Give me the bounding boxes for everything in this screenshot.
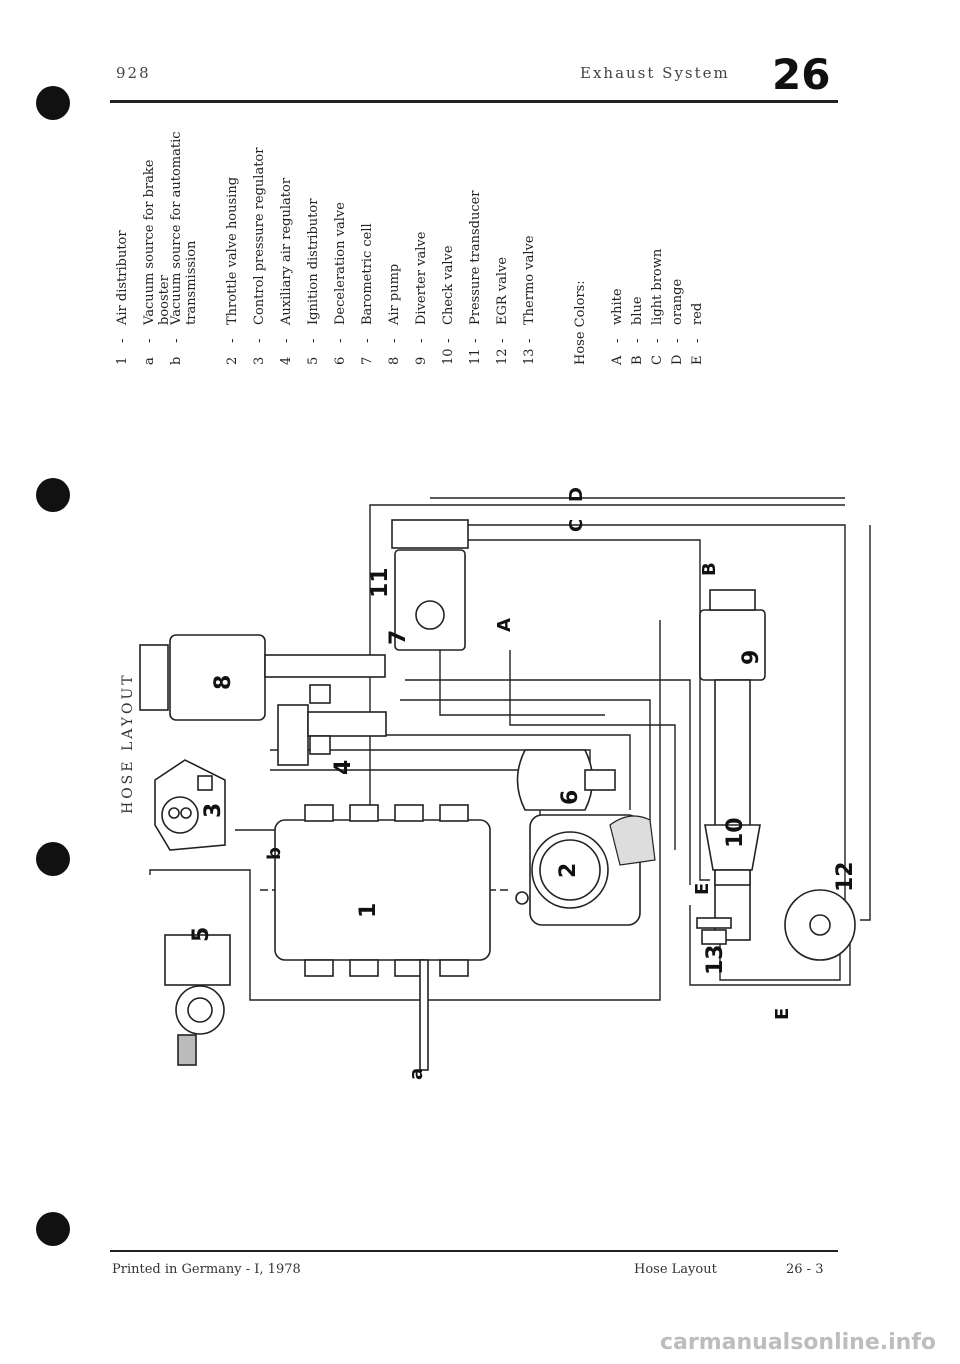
thermo-valve-13 — [696, 917, 732, 945]
label-E: E — [772, 1008, 793, 1020]
legend-item: 2-Throttle valve housing — [225, 176, 240, 365]
check-valve-10 — [704, 824, 761, 886]
binder-hole — [36, 478, 70, 512]
hose-line — [439, 650, 605, 716]
intake-manifold — [609, 815, 656, 866]
hose-color-item: E-red — [690, 302, 705, 365]
footer-rule — [110, 1250, 838, 1252]
hose-color-item: B-blue — [630, 296, 645, 365]
legend-item: a-Vacuum source for brake booster — [142, 159, 172, 365]
diverter-valve-9 — [699, 589, 766, 941]
hose-line — [689, 905, 851, 986]
label-C: C — [566, 519, 587, 532]
hose-layout-diagram: 1 2 3 4 5 6 7 8 9 10 11 12 13 a b A B C … — [139, 487, 871, 1080]
hose-line — [509, 650, 676, 850]
watermark: carmanualsonline.info — [660, 1330, 936, 1355]
hose-line — [405, 539, 710, 881]
label-2: 2 — [556, 863, 581, 878]
label-b: b — [264, 847, 285, 860]
throttle-valve-housing-2 — [515, 814, 641, 926]
label-7: 7 — [386, 630, 411, 645]
legend-item: 8-Air pump — [387, 263, 402, 365]
vacuum-pipe-a — [419, 959, 429, 1071]
legend: 1-Air distributor a-Vacuum source for br… — [115, 105, 705, 365]
air-pump-8 — [139, 634, 386, 721]
legend-item: 4-Auxiliary air regulator — [279, 177, 294, 365]
label-12: 12 — [833, 861, 858, 892]
legend-item: b-Vacuum source for automatic transmissi… — [169, 131, 199, 365]
legend-item: 10-Check valve — [441, 245, 456, 365]
header-group-number: 26 — [772, 50, 831, 99]
binder-hole — [36, 86, 70, 120]
egr-valve-12 — [784, 889, 856, 961]
hose-line — [149, 620, 661, 1001]
binder-hole — [36, 842, 70, 876]
label-9: 9 — [739, 650, 764, 665]
label-1: 1 — [356, 903, 381, 918]
hose-line — [370, 734, 631, 810]
label-6: 6 — [558, 790, 583, 805]
footer-page-number: 26 - 3 — [786, 1262, 824, 1277]
label-A: A — [494, 618, 515, 632]
label-a: a — [406, 1068, 427, 1080]
label-B: B — [699, 562, 720, 576]
label-13: 13 — [703, 944, 728, 975]
legend-item: 5-Ignition distributor — [306, 198, 321, 365]
footer-printed: Printed in Germany - I, 1978 — [112, 1262, 301, 1277]
legend-item: 6-Deceleration valve — [333, 202, 348, 365]
legend-item: 9-Diverter valve — [414, 231, 429, 365]
label-D: D — [566, 487, 587, 502]
deceleration-valve-6 — [516, 749, 616, 811]
binder-hole — [36, 1212, 70, 1246]
hose-color-item: C-light brown — [650, 248, 665, 365]
footer-page-title: Hose Layout — [634, 1262, 717, 1277]
header-rule — [110, 100, 838, 103]
legend-item: 3-Control pressure regulator — [252, 147, 267, 365]
label-5: 5 — [189, 927, 214, 942]
auxiliary-air-regulator-4 — [277, 684, 387, 766]
label-E: E — [692, 883, 713, 895]
hose-color-item: D-orange — [670, 278, 685, 365]
label-3: 3 — [201, 803, 226, 818]
label-11: 11 — [368, 567, 393, 598]
header-section: Exhaust System — [580, 64, 730, 82]
label-10: 10 — [723, 817, 748, 848]
header-model: 928 — [116, 64, 151, 82]
hose-line — [860, 525, 871, 921]
air-distributor-1 — [274, 804, 491, 977]
ignition-distributor-5 — [164, 934, 231, 1066]
legend-item: 7-Barometric cell — [360, 223, 375, 365]
hose-line — [400, 699, 651, 860]
hose-line — [405, 679, 691, 885]
legend-item: 13-Thermo valve — [522, 235, 537, 365]
hose-color-item: A-white — [610, 288, 625, 365]
legend-item: 11-Pressure transducer — [468, 190, 483, 365]
pressure-transducer-11 — [391, 519, 469, 651]
legend-item: 12-EGR valve — [495, 256, 510, 365]
label-8: 8 — [211, 675, 236, 690]
hose-colors-title: Hose Colors: — [573, 280, 588, 365]
control-pressure-regulator-3 — [154, 759, 226, 851]
legend-item: 1-Air distributor — [115, 230, 130, 365]
label-4: 4 — [331, 760, 356, 775]
